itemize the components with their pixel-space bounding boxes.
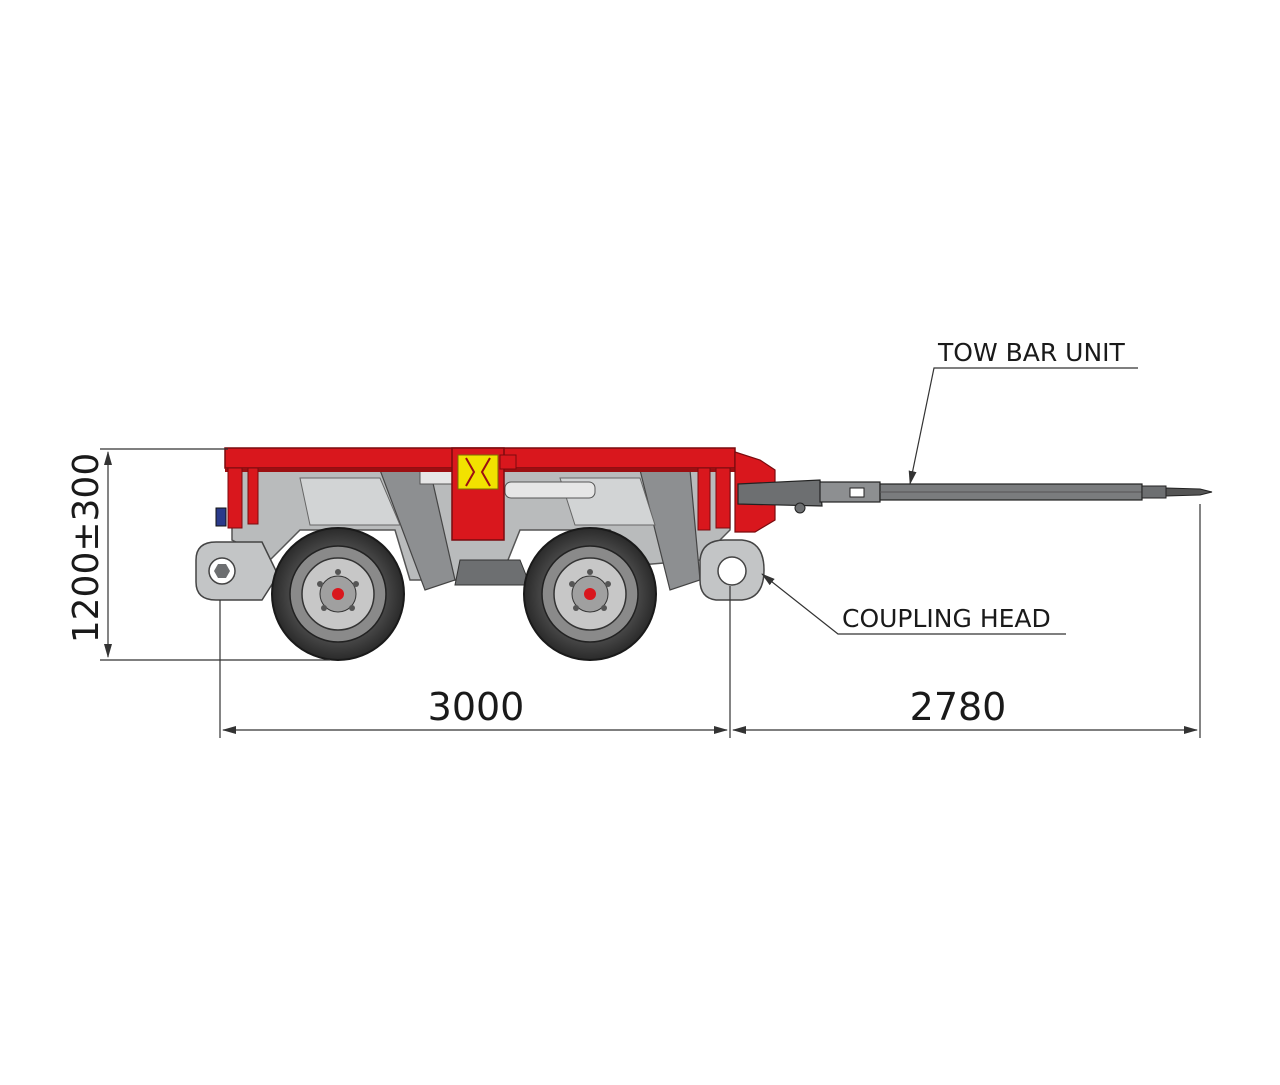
dimension-lines bbox=[100, 448, 1201, 738]
tow-bar-unit-label: TOW BAR UNIT bbox=[937, 338, 1126, 367]
height-dimension-label: 1200±300 bbox=[66, 453, 107, 644]
coupling-head bbox=[699, 539, 765, 601]
tow-bar-callout: TOW BAR UNIT bbox=[908, 338, 1138, 485]
front-wheel bbox=[523, 527, 657, 661]
rear-wheel bbox=[271, 527, 405, 661]
coupling-head-label: COUPLING HEAD bbox=[842, 604, 1051, 633]
rear-coupling-eye bbox=[195, 541, 279, 601]
tow-bar bbox=[737, 479, 1213, 514]
trailer bbox=[195, 447, 1213, 661]
length-3000-label: 3000 bbox=[428, 685, 525, 729]
length-2780-label: 2780 bbox=[910, 685, 1007, 729]
red-frame bbox=[215, 447, 776, 541]
coupling-head-callout: COUPLING HEAD bbox=[761, 573, 1066, 635]
